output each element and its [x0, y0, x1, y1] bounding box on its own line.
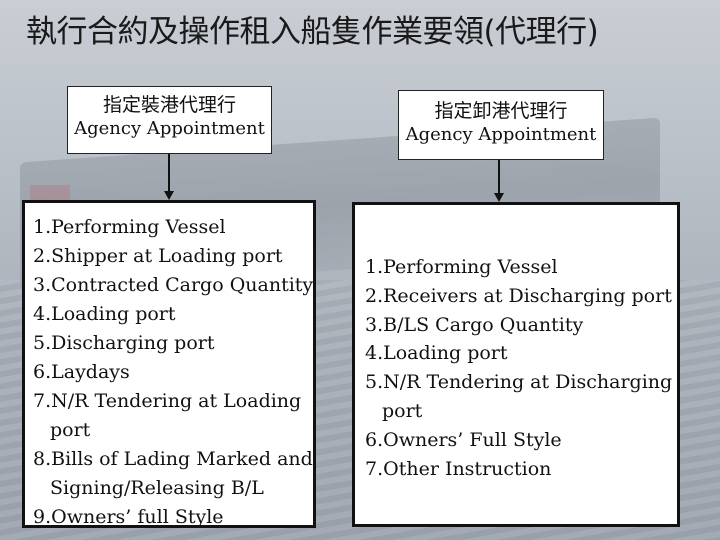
discharging-agent-label-en: Agency Appointment	[405, 124, 597, 145]
list-item: 2.Shipper at Loading port	[33, 245, 283, 267]
list-item: 1.Performing Vessel	[33, 216, 226, 238]
list-item: 4.Loading port	[33, 303, 176, 325]
list-item: 8.Bills of Lading Marked and	[33, 448, 313, 470]
list-item: 6.Owners’ Full Style	[365, 428, 562, 451]
list-item-continuation: Signing/Releasing B/L	[50, 477, 264, 499]
list-item: 7.N/R Tendering at Loading	[33, 390, 302, 412]
left-arrow-icon	[164, 191, 174, 200]
list-item: 7.Other Instruction	[365, 457, 552, 480]
loading-agent-label-zh: 指定裝港代理行	[102, 94, 236, 116]
list-item: 3.Contracted Cargo Quantity	[33, 274, 314, 296]
list-item: 5.N/R Tendering at Discharging	[365, 371, 673, 394]
loading-agent-label-en: Agency Appointment	[74, 118, 265, 139]
left-connector-line	[168, 154, 170, 192]
list-item: 5.Discharging port	[33, 332, 215, 354]
loading-agent-instructions: 1.Performing Vessel 2.Shipper at Loading…	[22, 200, 316, 528]
right-arrow-icon	[494, 193, 504, 202]
discharging-agent-instructions: 1.Performing Vessel 2.Receivers at Disch…	[352, 202, 680, 527]
discharging-agent-label-zh: 指定卸港代理行	[434, 100, 568, 122]
list-item: 6.Laydays	[33, 361, 130, 383]
right-connector-line	[498, 160, 500, 194]
list-item: 9.Owners’ full Style	[33, 506, 224, 528]
list-item-continuation: port	[382, 399, 423, 422]
slide-title: 執行合約及操作租入船隻作業要領(代理行)	[26, 14, 599, 50]
list-item-continuation: port	[50, 419, 91, 441]
list-item: 2.Receivers at Discharging port	[365, 284, 672, 307]
list-item: 1.Performing Vessel	[365, 256, 558, 278]
list-item: 3.B/LS Cargo Quantity	[365, 313, 584, 336]
discharging-agent-box: 指定卸港代理行 Agency Appointment	[398, 90, 604, 160]
loading-agent-box: 指定裝港代理行 Agency Appointment	[67, 86, 272, 154]
list-item: 4.Loading port	[365, 342, 508, 365]
